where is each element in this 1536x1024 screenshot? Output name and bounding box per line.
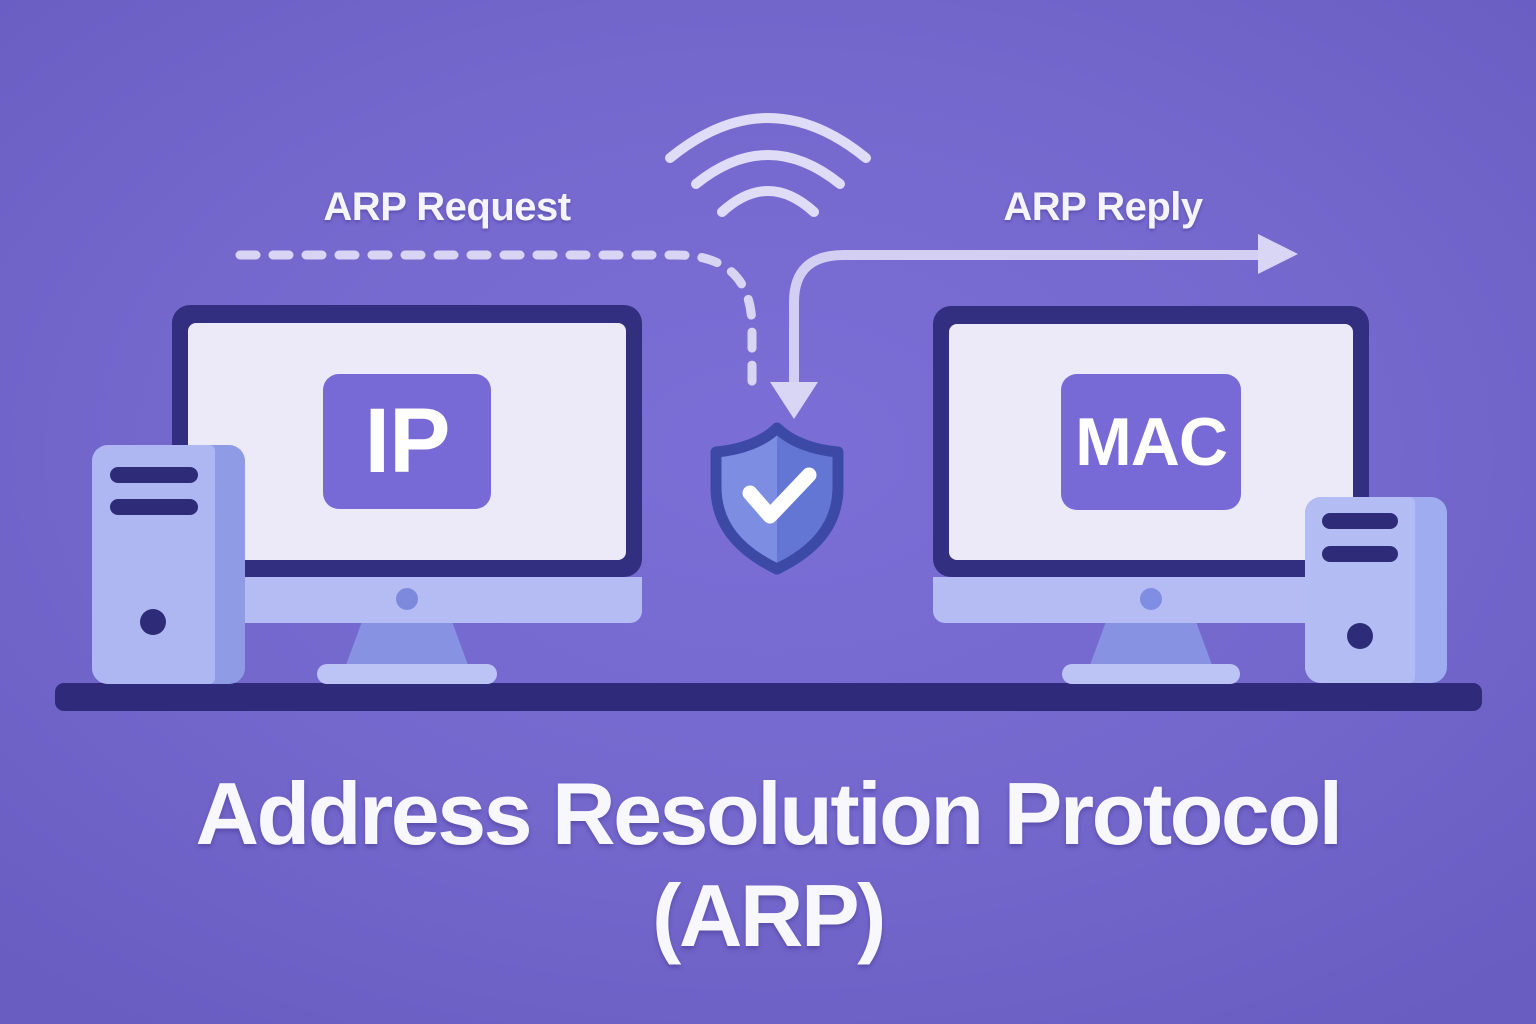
left-monitor-base xyxy=(317,664,497,684)
left-tower-power-button xyxy=(140,609,166,635)
wifi-arc-medium xyxy=(691,150,845,189)
desk xyxy=(55,683,1482,711)
arrowhead-right xyxy=(1258,234,1298,274)
ip-label: IP xyxy=(364,390,451,492)
left-tower-vent-slot xyxy=(110,467,198,483)
left-tower xyxy=(92,445,245,684)
left-monitor-screen: IP xyxy=(188,323,626,560)
left-monitor-camera-dot xyxy=(396,588,418,610)
left-tower-vent-slot xyxy=(110,499,198,515)
arp-reply-label: ARP Reply xyxy=(1003,185,1203,229)
wifi-arc-large xyxy=(665,113,871,163)
right-monitor-screen: MAC xyxy=(949,324,1353,560)
right-tower-vent-slot xyxy=(1322,546,1398,562)
wifi-arc-small xyxy=(717,186,819,217)
arp-request-label: ARP Request xyxy=(323,185,571,229)
ip-badge: IP xyxy=(323,374,491,509)
title-line-2: (ARP) xyxy=(652,866,886,965)
shield-check-icon xyxy=(710,422,844,575)
right-monitor-chin xyxy=(933,577,1369,623)
arrowhead-down xyxy=(770,382,818,419)
left-tower-front xyxy=(92,445,215,684)
right-tower-power-button xyxy=(1347,623,1373,649)
diagram-title: Address Resolution Protocol (ARP) xyxy=(0,763,1536,967)
wifi-icon xyxy=(665,113,871,217)
mac-label: MAC xyxy=(1075,404,1228,480)
right-monitor-base xyxy=(1062,664,1240,684)
left-monitor-chin xyxy=(172,577,642,623)
mac-badge: MAC xyxy=(1061,374,1241,510)
right-tower xyxy=(1305,497,1447,683)
right-tower-vent-slot xyxy=(1322,513,1398,529)
check-mark xyxy=(742,467,817,524)
title-line-1: Address Resolution Protocol xyxy=(195,764,1343,863)
left-monitor: IP xyxy=(172,305,642,577)
right-monitor-camera-dot xyxy=(1140,588,1162,610)
right-monitor: MAC xyxy=(933,306,1369,577)
